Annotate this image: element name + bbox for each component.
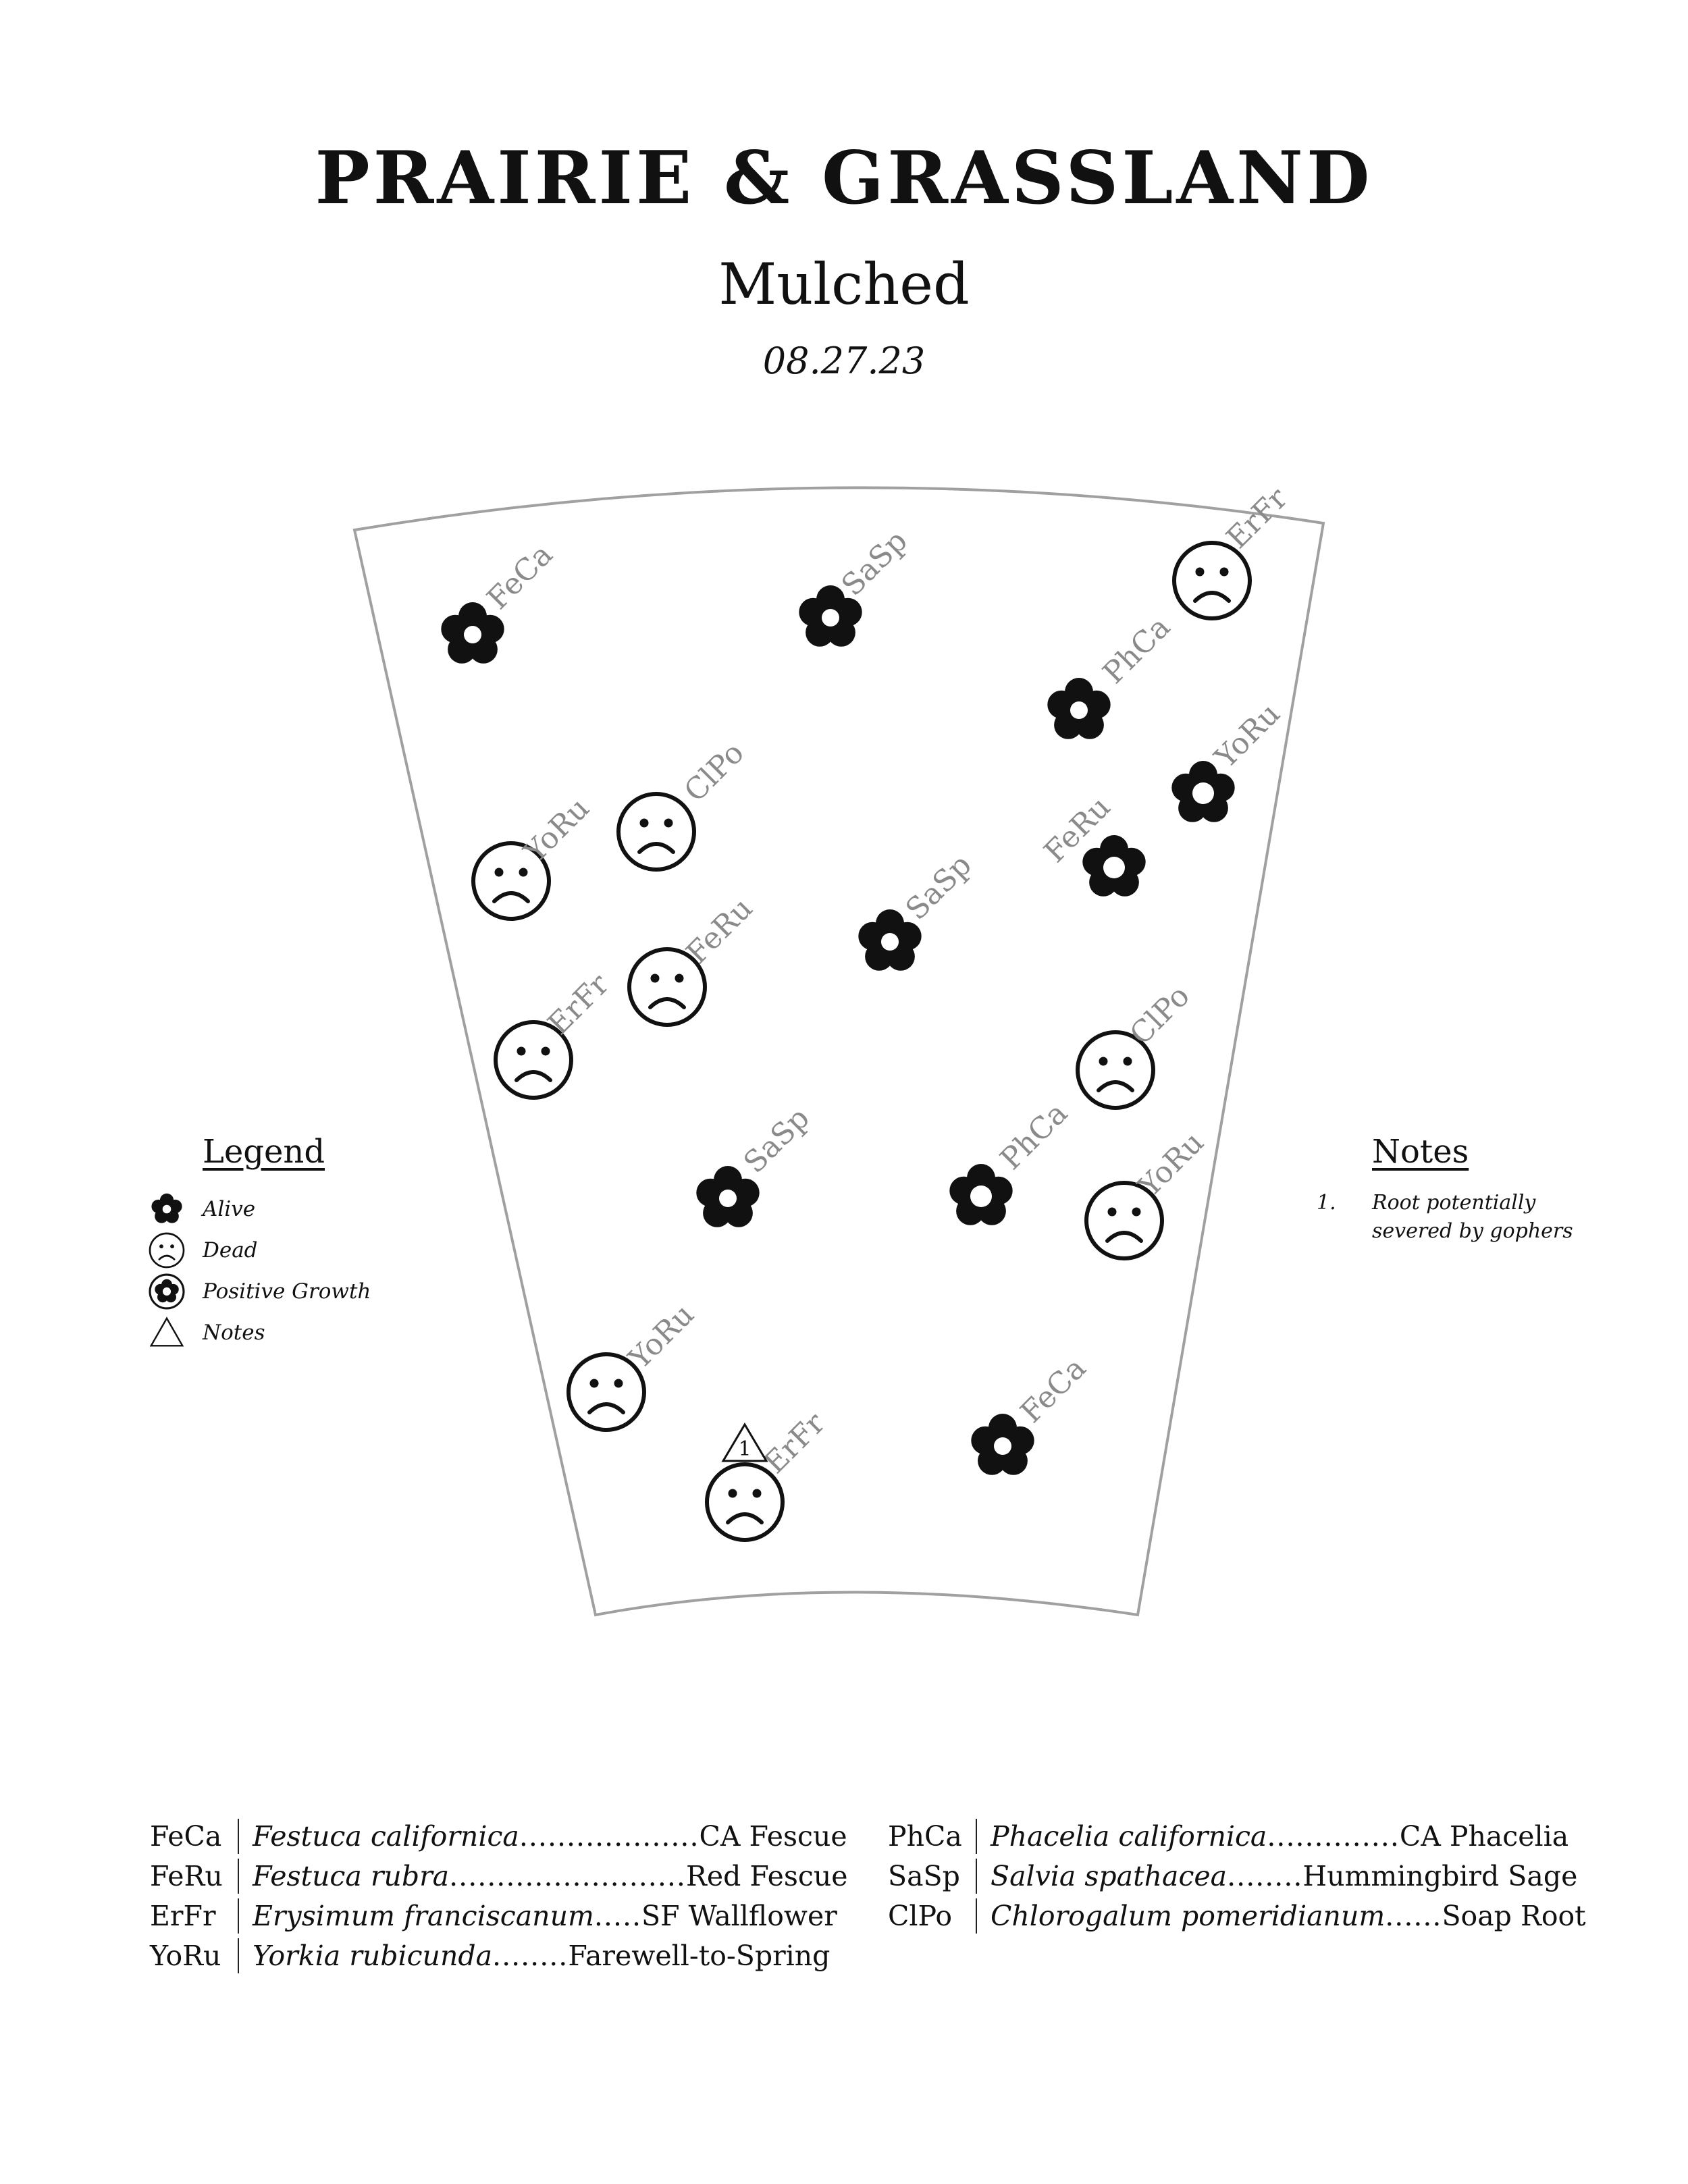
legend-item-dead: Dead — [147, 1230, 431, 1271]
plant-code-label: PhCa — [1097, 610, 1177, 690]
species-divider — [238, 1898, 239, 1934]
note-text: Root potentially severed by gophers — [1372, 1190, 1573, 1243]
notes-panel: Notes 1. Root potentially severed by gop… — [1317, 1134, 1668, 1246]
note-index: 1. — [1317, 1190, 1336, 1215]
species-latin: Yorkia rubicunda — [253, 1939, 493, 1972]
page-title: PRAIRIE & GRASSLAND — [315, 136, 1373, 221]
species-row: YoRu Yorkia rubicunda ........ Farewell-… — [150, 1936, 848, 1975]
plant-code-label: FeCa — [1014, 1351, 1093, 1430]
species-common: Soap Root — [1442, 1899, 1586, 1932]
species-code: ClPo — [888, 1899, 953, 1932]
species-row: FeCa Festuca californica ...............… — [150, 1816, 848, 1856]
note-item: 1. Root potentially severed by gophers — [1317, 1189, 1668, 1246]
plant-code-label: SaSp — [835, 524, 914, 603]
plant-code-label: FeRu — [680, 891, 760, 971]
legend-item-notes: Notes — [147, 1312, 431, 1354]
species-code: YoRu — [150, 1939, 221, 1972]
sad-face-icon — [1174, 543, 1250, 618]
legend-item-growth: Positive Growth — [147, 1271, 431, 1312]
species-divider — [976, 1898, 977, 1934]
legend-label: Alive — [203, 1197, 256, 1222]
species-divider — [238, 1858, 239, 1894]
species-row: FeRu Festuca rubra .....................… — [150, 1856, 848, 1896]
plant-code-label: ErFr — [758, 1406, 833, 1481]
species-row: ErFr Erysimum franciscanum ..... SF Wall… — [150, 1896, 848, 1936]
notes-title: Notes — [1372, 1133, 1469, 1171]
legend-item-alive: Alive — [147, 1189, 431, 1230]
legend-title: Legend — [203, 1133, 325, 1171]
legend: Legend Alive Dead Positive Growth Notes — [147, 1134, 431, 1354]
flower-icon — [441, 602, 504, 664]
species-leader: ...... — [1385, 1899, 1442, 1932]
species-code: SaSp — [888, 1859, 960, 1892]
sad-face-icon — [707, 1464, 783, 1540]
species-row: ClPo Chlorogalum pomeridianum ...... Soa… — [888, 1896, 1586, 1936]
species-common: SF Wallflower — [641, 1899, 837, 1932]
species-row: SaSp Salvia spathacea ........ Hummingbi… — [888, 1856, 1586, 1896]
page-subtitle: Mulched — [718, 251, 970, 317]
flower-icon — [971, 1414, 1034, 1475]
flower-icon — [696, 1166, 760, 1227]
plant-code-label: YoRu — [1208, 697, 1287, 776]
species-leader: .............. — [1267, 1819, 1400, 1853]
species-code: PhCa — [888, 1819, 962, 1853]
species-divider — [976, 1858, 977, 1894]
species-latin: Chlorogalum pomeridianum — [991, 1899, 1386, 1932]
plant-code-label: SaSp — [899, 848, 978, 927]
plant-code-label: ClPo — [678, 736, 751, 809]
species-latin: Salvia spathacea — [991, 1859, 1228, 1892]
plant-code-label: FeCa — [481, 537, 560, 616]
species-row: PhCa Phacelia californica ..............… — [888, 1816, 1586, 1856]
species-latin: Festuca californica — [253, 1819, 519, 1853]
growth-flower-icon — [1082, 835, 1146, 897]
plot-outline — [352, 486, 1325, 1617]
growth-flower-icon — [149, 1273, 185, 1310]
triangle-icon — [149, 1316, 184, 1347]
species-divider — [976, 1818, 977, 1854]
plant-code-label: SaSp — [737, 1101, 816, 1180]
legend-label: Positive Growth — [203, 1279, 371, 1304]
species-leader: ..... — [594, 1899, 642, 1932]
species-code: ErFr — [150, 1899, 216, 1932]
flower-icon — [151, 1194, 182, 1223]
plant-code-label: PhCa — [994, 1096, 1074, 1176]
flower-icon — [858, 909, 922, 971]
species-latin: Phacelia californica — [991, 1819, 1267, 1853]
note-number: 1 — [738, 1437, 751, 1461]
species-common: Farewell-to-Spring — [568, 1939, 830, 1972]
species-common: Red Fescue — [685, 1859, 848, 1892]
survey-date: 08.27.23 — [762, 340, 926, 382]
species-latin: Festuca rubra — [253, 1859, 450, 1892]
sad-face-icon — [149, 1232, 185, 1269]
species-common: CA Phacelia — [1399, 1819, 1569, 1853]
flower-icon — [1047, 678, 1111, 739]
species-key-left: FeCa Festuca californica ...............… — [150, 1816, 848, 1975]
species-key-right: PhCa Phacelia californica ..............… — [888, 1816, 1586, 1936]
growth-flower-icon — [949, 1164, 1013, 1225]
species-common: Hummingbird Sage — [1302, 1859, 1578, 1892]
growth-flower-icon — [1171, 761, 1235, 822]
species-leader: ................... — [519, 1819, 700, 1853]
species-leader: ........ — [492, 1939, 569, 1972]
species-code: FeRu — [150, 1859, 223, 1892]
legend-label: Notes — [203, 1321, 265, 1346]
species-common: CA Fescue — [699, 1819, 847, 1853]
sad-face-icon — [618, 794, 694, 870]
species-code: FeCa — [150, 1819, 222, 1853]
species-divider — [238, 1938, 239, 1973]
legend-label: Dead — [203, 1238, 258, 1263]
species-latin: Erysimum franciscanum — [253, 1899, 594, 1932]
sad-face-icon — [569, 1354, 644, 1430]
species-leader: ........ — [1227, 1859, 1303, 1892]
species-leader: ......................... — [449, 1859, 686, 1892]
species-divider — [238, 1818, 239, 1854]
note-triangle-icon: 1 — [721, 1422, 768, 1462]
